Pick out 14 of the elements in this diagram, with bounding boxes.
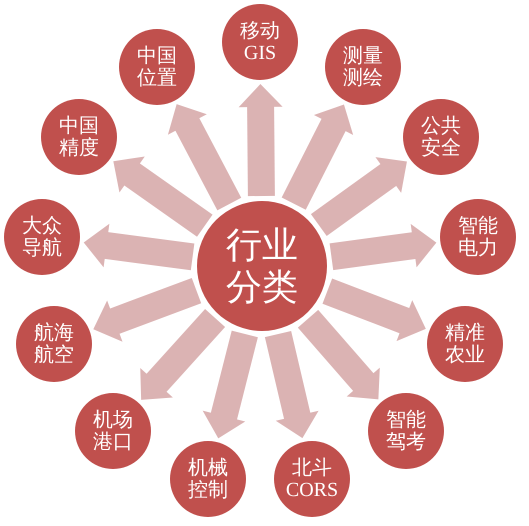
- category-circle: 精准农业: [427, 306, 503, 382]
- category-circle: 大众导航: [4, 199, 80, 275]
- category-circle: 公共安全: [403, 99, 479, 175]
- category-circle: 机场港口: [75, 393, 151, 469]
- category-circle: 中国精度: [41, 99, 117, 175]
- category-circle: 航海航空: [16, 306, 92, 382]
- category-circle: 机械控制: [170, 441, 246, 517]
- category-circle: 北斗CORS: [274, 441, 350, 517]
- category-circle: 智能驾考: [368, 393, 444, 469]
- category-circle: 测量测绘: [325, 29, 401, 105]
- category-circle: 智能电力: [440, 199, 516, 275]
- center-circle: 行业分类: [197, 201, 327, 331]
- category-circle: 中国位置: [119, 29, 195, 105]
- category-circle: 移动GIS: [222, 4, 298, 80]
